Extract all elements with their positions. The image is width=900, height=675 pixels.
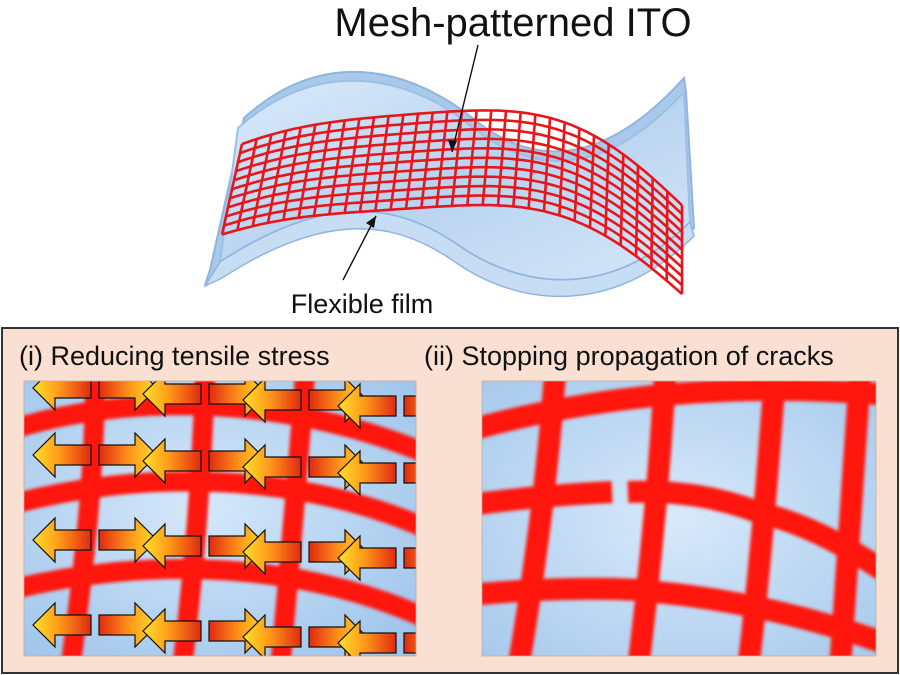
panel-i-reducing-stress xyxy=(24,381,416,656)
stress-arrow xyxy=(98,381,158,412)
film-callout-line xyxy=(342,215,377,281)
stress-arrow xyxy=(242,528,302,576)
ito-callout-line xyxy=(451,44,479,153)
mesh-line-h3 xyxy=(24,559,416,625)
ito-callout-arrowhead xyxy=(448,140,457,152)
mesh-column-line xyxy=(665,191,669,281)
mesh-column-line xyxy=(650,178,654,269)
crack-mesh-h3a xyxy=(482,577,641,605)
mesh-column-line xyxy=(312,122,332,217)
stress-arrow xyxy=(403,547,416,569)
mesh-column-line xyxy=(527,114,537,209)
panel-i-label: (i) Reducing tensile stress xyxy=(19,341,330,371)
mesh-column-line xyxy=(558,122,566,216)
crack-mesh-v4 xyxy=(829,381,871,656)
mesh-pattern-ito xyxy=(220,109,684,295)
mesh-column-line xyxy=(251,134,273,227)
mesh-column-line xyxy=(282,127,302,221)
stress-arrow xyxy=(142,437,202,485)
mesh-ito-label: Mesh-patterned ITO xyxy=(334,1,691,45)
mesh-column-line xyxy=(328,120,346,215)
stress-arrow xyxy=(142,381,202,418)
mesh-column-line xyxy=(297,124,317,218)
mesh-column-line xyxy=(481,110,493,206)
stress-arrow xyxy=(403,462,416,484)
mesh-column-line xyxy=(496,110,508,206)
flexible-film-label: Flexible film xyxy=(291,289,434,319)
mesh-column-line xyxy=(466,110,478,206)
stress-arrow xyxy=(403,395,416,417)
stress-arrow xyxy=(337,382,397,430)
panel-ii-label: (ii) Stopping propagation of cracks xyxy=(424,341,834,371)
stress-arrow xyxy=(142,607,202,655)
stress-arrow xyxy=(242,613,302,656)
mesh-column-line xyxy=(634,165,640,257)
mesh-column-line xyxy=(420,112,434,208)
stress-arrow xyxy=(337,534,397,582)
film-thickness-band xyxy=(203,210,695,298)
mesh-column-line xyxy=(542,117,552,212)
stress-arrow xyxy=(403,632,416,654)
mesh-line-h2 xyxy=(24,471,416,535)
mesh-column-line xyxy=(404,113,420,209)
stress-arrow xyxy=(32,381,92,412)
film-callout-arrowhead xyxy=(366,216,376,228)
mesh-column-line xyxy=(604,144,610,236)
mesh-column-line xyxy=(266,130,288,224)
stress-arrow xyxy=(98,516,158,564)
stress-arrow xyxy=(242,443,302,491)
crack-mesh-h3b xyxy=(654,581,876,652)
mesh-column-line xyxy=(236,138,258,231)
flexible-film-illustration xyxy=(203,70,696,298)
mesh-column-line xyxy=(343,118,361,214)
tensile-stress-arrows xyxy=(32,381,416,656)
mesh-column-line xyxy=(435,111,449,207)
mesh-column-line xyxy=(389,114,405,210)
crack-mesh-h2b xyxy=(627,480,762,523)
mesh-column-line xyxy=(512,112,522,207)
mesh-column-line xyxy=(619,154,625,246)
crack-mesh-v1 xyxy=(509,381,566,656)
stress-arrow xyxy=(242,381,302,424)
stress-arrow xyxy=(98,431,158,479)
mesh-column-line xyxy=(450,110,464,207)
stress-arrow xyxy=(32,601,92,649)
mesh-column-line xyxy=(220,143,244,235)
stress-arrow xyxy=(142,522,202,570)
stress-arrow xyxy=(98,601,158,649)
stress-arrow xyxy=(32,516,92,564)
crack-mesh-v2 xyxy=(628,381,676,656)
mesh-column-line xyxy=(573,128,581,221)
mesh-column-line xyxy=(588,135,596,228)
stress-arrow xyxy=(337,619,397,656)
stress-arrow xyxy=(337,449,397,497)
mesh-column-line xyxy=(358,117,376,212)
stress-arrow xyxy=(32,431,92,479)
mesh-column-line xyxy=(374,115,390,211)
crack-mesh-v3 xyxy=(738,381,786,656)
panel-ii-crack-stopping xyxy=(482,381,876,656)
